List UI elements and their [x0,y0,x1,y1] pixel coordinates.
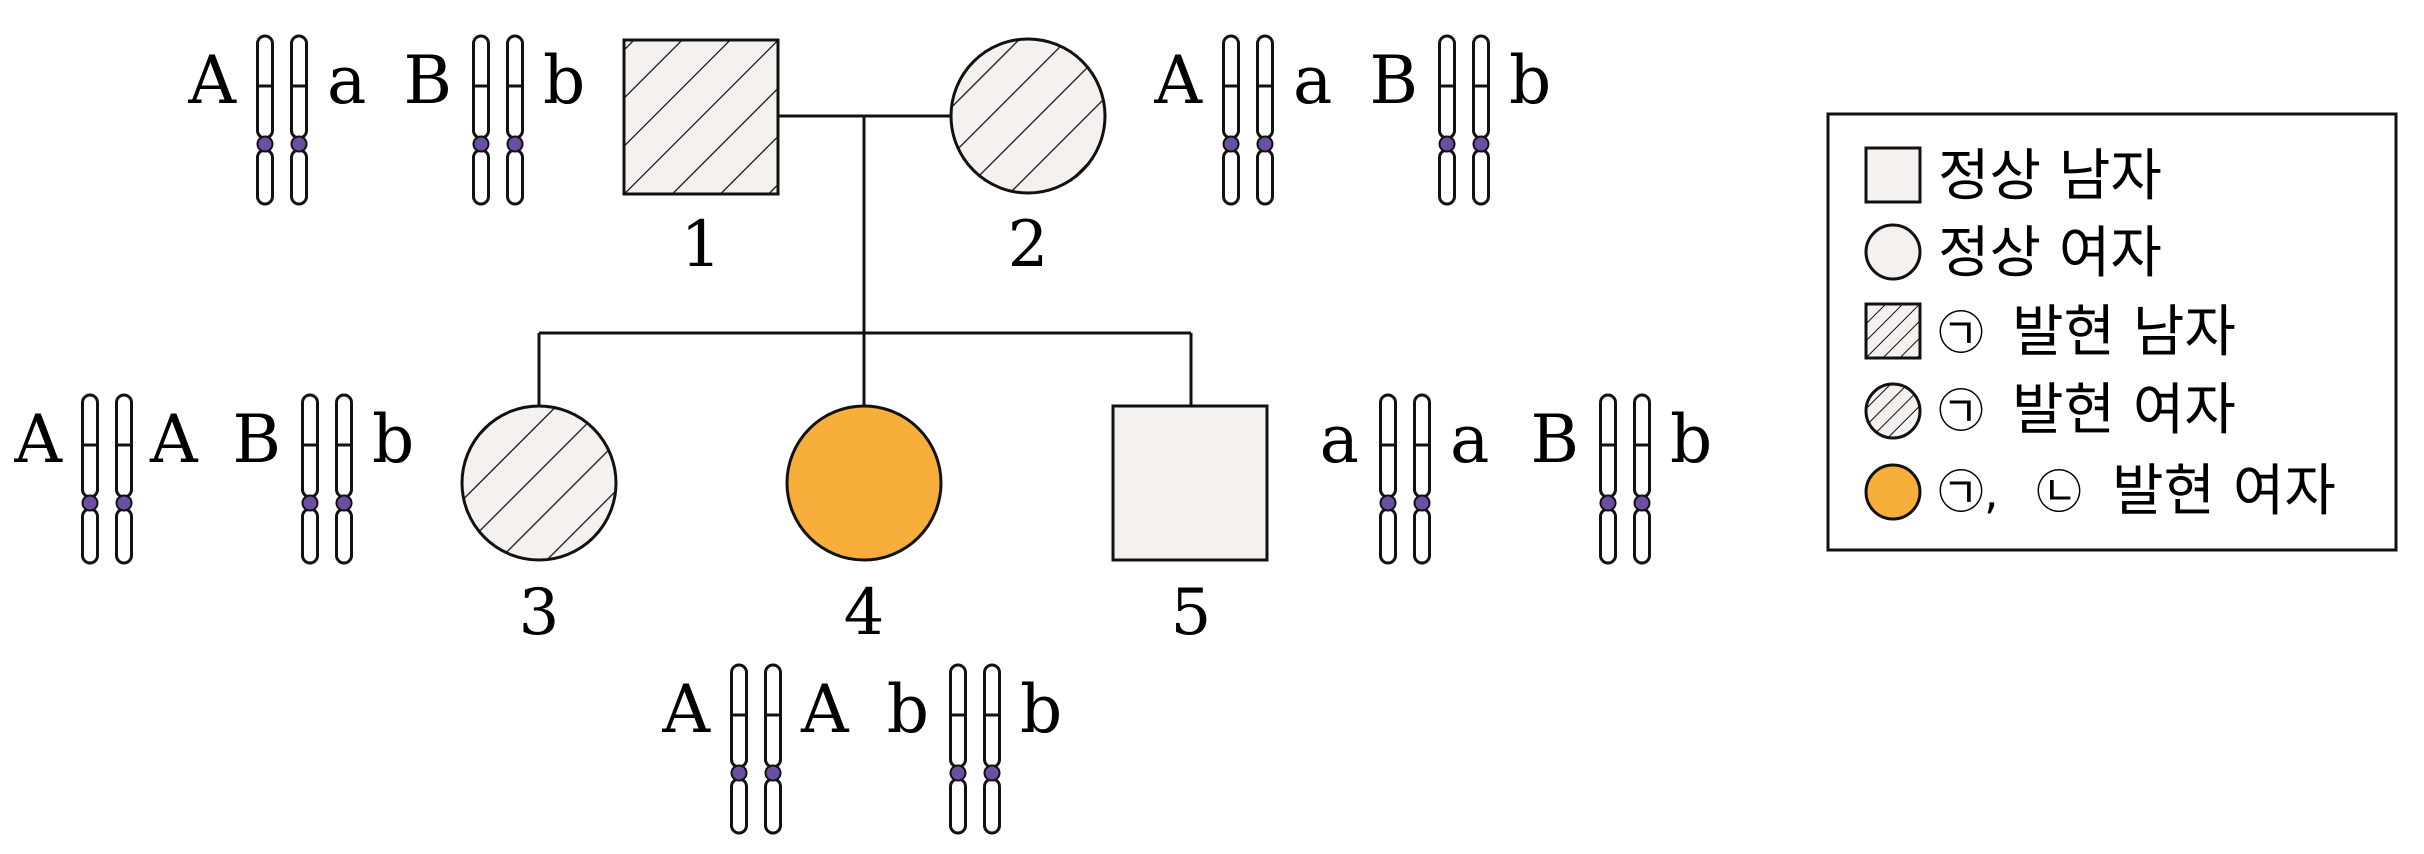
chromosome-lower-arm [290,148,308,206]
allele-label: A [1153,42,1203,119]
allele-label: B [232,401,281,478]
allele-label: b [543,42,585,119]
legend-trait-female-symbol [1864,382,1922,440]
genotype-3-a: A A [13,393,199,565]
legend-trait-male-symbol [1864,302,1922,360]
allele-label: a [327,42,366,119]
centromere [1438,135,1456,153]
chromosome-lower-arm [335,507,353,565]
individual-3-number: 3 [519,576,560,650]
chromosome-lower-arm [1222,148,1240,206]
allele-label: b [1670,401,1712,478]
individual-1-symbol [622,38,780,196]
genotype-5-b: B b [1530,393,1712,565]
individual-4-number: 4 [844,576,885,650]
centromere [1413,494,1431,512]
allele-label: B [403,42,452,119]
allele-label: A [13,401,63,478]
allele-label: b [1509,42,1551,119]
legend-trait-male-label: 발현 남자 [2012,300,2236,365]
legend-normal-male-symbol [1864,146,1922,204]
individual-1-number: 1 [681,208,722,282]
chromosome-lower-arm [506,148,524,206]
centromere [983,764,1001,782]
legend-both-traits-label: 발현 여자 [2112,459,2336,524]
centromere [949,764,967,782]
chromosome-lower-arm [764,777,782,835]
individual-3-symbol [460,404,618,562]
chromosome-lower-arm [1438,148,1456,206]
genotype-3-b: B b [232,393,414,565]
genotype-2-a: A a [1153,34,1332,206]
centromere [1472,135,1490,153]
legend-trait-female-label: 발현 여자 [2012,378,2236,443]
legend-both-traits-marker-2: ㉡ [2036,465,2082,519]
chromosome-lower-arm [983,777,1001,835]
centromere [115,494,133,512]
legend-both-traits-female-symbol [1864,463,1922,521]
genotype-1-b: B b [403,34,585,206]
centromere [256,135,274,153]
genotype-4-a: A A [661,663,850,835]
legend-trait-female-marker: ㉠ [1938,384,1984,438]
allele-label: b [887,671,929,748]
centromere [472,135,490,153]
chromosome-lower-arm [1633,507,1651,565]
legend-normal-female-label: 정상 여자 [1938,221,2162,286]
centromere [81,494,99,512]
allele-label: A [800,671,850,748]
centromere [1379,494,1397,512]
chromosome-lower-arm [730,777,748,835]
individual-2-symbol [949,37,1107,195]
chromosome-lower-arm [949,777,967,835]
allele-label: a [1293,42,1332,119]
genotype-4-b: b b [887,663,1062,835]
centromere [1599,494,1617,512]
centromere [1633,494,1651,512]
allele-label: b [1020,671,1062,748]
chromosome-lower-arm [472,148,490,206]
chromosome-lower-arm [81,507,99,565]
chromosome-lower-arm [1599,507,1617,565]
legend-normal-male-label: 정상 남자 [1938,144,2162,209]
individual-2-number: 2 [1008,208,1049,282]
chromosome-lower-arm [256,148,274,206]
allele-label: A [187,42,237,119]
chromosome-lower-arm [301,507,319,565]
individual-5-symbol [1111,404,1269,562]
centromere [1222,135,1240,153]
centromere [1256,135,1274,153]
allele-label: A [661,671,711,748]
chromosome-lower-arm [1256,148,1274,206]
allele-label: A [149,401,199,478]
pedigree-lines [537,114,1193,406]
legend-box [1826,112,2398,552]
individual-5-number: 5 [1171,576,1212,650]
individual-4-symbol [785,404,943,562]
genotype-1-a: A a [187,34,366,206]
centromere [506,135,524,153]
centromere [335,494,353,512]
chromosome-lower-arm [115,507,133,565]
allele-label: B [1530,401,1579,478]
legend-normal-female-symbol [1864,223,1922,281]
legend: 정상 남자 정상 여자 ㉠ 발현 남자 ㉠ 발현 여자 ㉠, ㉡ 발현 여자 [1826,112,2398,552]
genotype-5-a: a a [1320,393,1489,565]
chromosome-lower-arm [1379,507,1397,565]
centromere [730,764,748,782]
genotype-2-b: B b [1369,34,1551,206]
centromere [301,494,319,512]
centromere [290,135,308,153]
allele-label: a [1450,401,1489,478]
chromosome-lower-arm [1472,148,1490,206]
centromere [764,764,782,782]
legend-both-traits-marker-1: ㉠, [1938,465,1999,519]
chromosome-lower-arm [1413,507,1431,565]
legend-trait-male-marker: ㉠ [1938,306,1984,360]
allele-label: B [1369,42,1418,119]
allele-label: b [372,401,414,478]
allele-label: a [1320,401,1359,478]
